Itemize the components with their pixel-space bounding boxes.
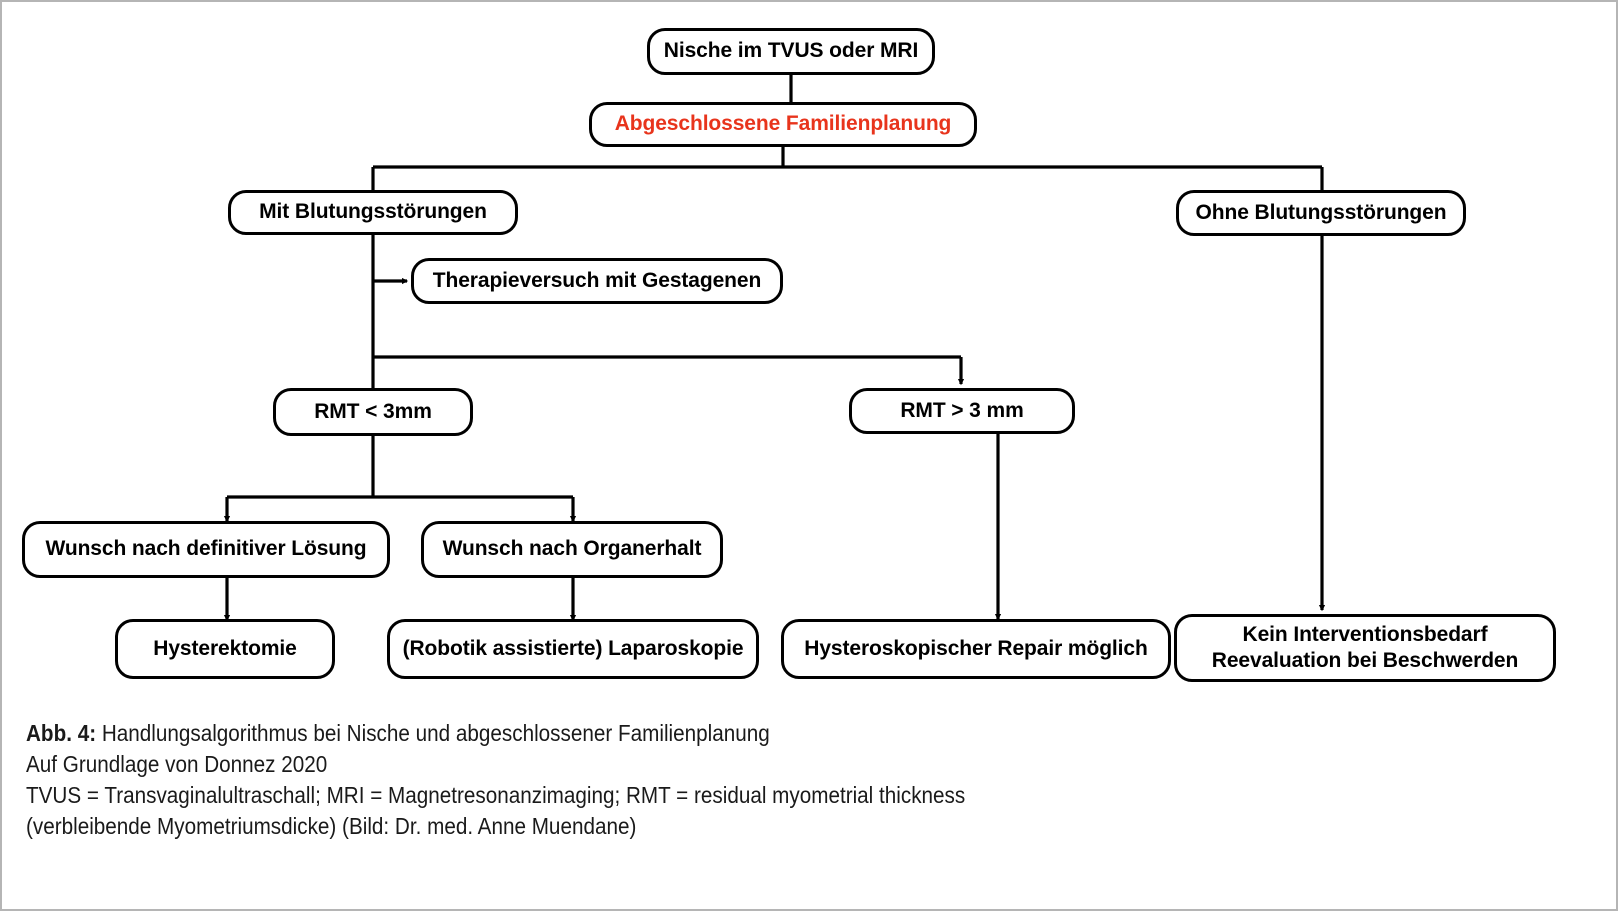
node-hysteroskopischer-repair[interactable]: Hysteroskopischer Repair möglich	[781, 619, 1171, 679]
node-rmt-lt-3mm[interactable]: RMT < 3mm	[273, 388, 473, 436]
node-label: (Robotik assistierte) Laparoskopie	[402, 636, 744, 660]
node-nische-tvus-mri[interactable]: Nische im TVUS oder MRI	[647, 28, 935, 75]
caption-figure-label: Abb. 4:	[26, 720, 97, 746]
node-label: RMT > 3 mm	[900, 398, 1024, 422]
node-kein-interventionsbedarf[interactable]: Kein Interventionsbedarf Reevaluation be…	[1174, 614, 1556, 682]
node-label: Wunsch nach definitiver Lösung	[45, 537, 367, 561]
node-wunsch-definitive-loesung[interactable]: Wunsch nach definitiver Lösung	[22, 521, 390, 578]
caption-line-4: (verbleibende Myometriumsdicke) (Bild: D…	[26, 813, 637, 839]
caption-line-3: TVUS = Transvaginalultraschall; MRI = Ma…	[26, 782, 966, 808]
node-therapieversuch-gestagenen[interactable]: Therapieversuch mit Gestagenen	[411, 258, 783, 304]
caption-line-2: Auf Grundlage von Donnez 2020	[26, 751, 328, 777]
node-label-line-2: Reevaluation bei Beschwerden	[1211, 649, 1519, 672]
node-label: Wunsch nach Organerhalt	[442, 537, 702, 561]
node-label: Hysterektomie	[153, 636, 297, 660]
caption-line-1: Abb. 4: Handlungsalgorithmus bei Nische …	[26, 718, 1399, 749]
node-label: Nische im TVUS oder MRI	[663, 39, 919, 63]
caption-line-1-text: Handlungsalgorithmus bei Nische und abge…	[96, 720, 770, 746]
node-label: Ohne Blutungsstörungen	[1195, 200, 1447, 224]
node-wunsch-organerhalt[interactable]: Wunsch nach Organerhalt	[421, 521, 723, 578]
node-label: Abgeschlossene Familienplanung	[614, 112, 952, 136]
node-laparoskopie[interactable]: (Robotik assistierte) Laparoskopie	[387, 619, 759, 679]
node-rmt-gt-3mm[interactable]: RMT > 3 mm	[849, 388, 1075, 434]
node-label-line-1: Kein Interventionsbedarf	[1242, 622, 1488, 646]
node-label: Mit Blutungsstörungen	[259, 200, 487, 224]
node-abgeschlossene-familienplanung[interactable]: Abgeschlossene Familienplanung	[589, 102, 977, 147]
node-mit-blutungsstoerungen[interactable]: Mit Blutungsstörungen	[228, 190, 518, 235]
node-label: Therapieversuch mit Gestagenen	[432, 268, 762, 292]
node-label: Hysteroskopischer Repair möglich	[804, 636, 1148, 660]
figure-caption: Abb. 4: Handlungsalgorithmus bei Nische …	[26, 718, 1399, 842]
node-hysterektomie[interactable]: Hysterektomie	[115, 619, 335, 679]
node-label: RMT < 3mm	[314, 399, 432, 423]
node-ohne-blutungsstoerungen[interactable]: Ohne Blutungsstörungen	[1176, 190, 1466, 236]
